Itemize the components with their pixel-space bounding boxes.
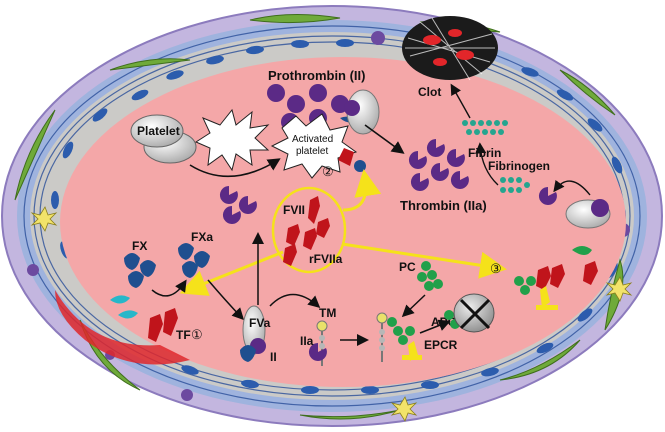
pc-label: PC (399, 260, 416, 274)
epcr-rfviia-complex (514, 264, 565, 310)
tf-label: TF (176, 328, 191, 342)
fibrinogen-label: Fibrinogen (488, 159, 550, 173)
step-marker-3: ③ (490, 261, 502, 276)
clot-label: Clot (418, 85, 441, 99)
fx-molecules (124, 253, 156, 288)
wall-thrombin-complex (538, 186, 611, 229)
prothrombinase-complex (240, 305, 266, 362)
fxa-molecules (178, 243, 210, 278)
prothrombin-to-thrombin-arrow (364, 124, 405, 154)
step-marker-2: ② (322, 164, 334, 179)
fxa-label: FXa (191, 230, 213, 244)
activation-arrow (189, 158, 281, 178)
fibrin-strands (462, 120, 508, 135)
fxa-to-prothrombinase-arrow (207, 279, 245, 321)
fibrinogen-to-fibrin-arrow (475, 142, 499, 186)
tf-complex (110, 295, 178, 342)
wall-fvii-complex (572, 246, 598, 285)
activated-platelet-label-2: platelet (296, 146, 328, 157)
thrombomodulin-complex (308, 320, 328, 366)
platelet-label: Platelet (137, 124, 180, 138)
injury-site (55, 290, 190, 365)
smooth-muscle-cells (14, 13, 624, 420)
tm-pc-complex (376, 312, 422, 362)
rfviia-to-tf-arrow (179, 250, 284, 296)
epcr-label: EPCR (424, 338, 458, 352)
prothrombin-label: Prothrombin (II) (268, 68, 366, 83)
iia-label: IIa (300, 334, 314, 348)
resting-platelet (130, 114, 197, 164)
thrombin-label: Thrombin (IIa) (400, 198, 487, 213)
thrombin-molecules (408, 138, 469, 191)
step-marker-1: ① (191, 327, 203, 342)
apc-complex (444, 293, 495, 333)
pc-to-tm-arrow (401, 294, 426, 318)
inhibition-cross-icon (459, 298, 491, 330)
to-tm-arrow (269, 293, 321, 308)
platelet-surface-complex (338, 89, 380, 172)
fibrinogen-strands (500, 177, 530, 193)
ii-label: II (270, 350, 277, 364)
activated-platelet (270, 113, 358, 179)
protein-c-molecules (417, 261, 443, 291)
fx-label: FX (132, 239, 147, 253)
rfviia-to-platelet-arrow (342, 169, 382, 212)
pc-to-apc-arrow (419, 319, 451, 334)
fvii-molecules (283, 196, 330, 266)
activated-platelet-label-1: Activated (292, 134, 333, 145)
thrombin-to-fibrinogen-arrow (553, 179, 591, 196)
fibrin-label: Fibrin (468, 146, 501, 160)
activation-starburst (194, 108, 270, 172)
rfviia-label: rFVIIa (309, 252, 343, 266)
fvii-label: FVII (283, 203, 305, 217)
thrombin-near-fvii (219, 185, 257, 224)
adventitial-cells (30, 206, 633, 422)
fva-label: FVa (249, 316, 271, 330)
rfviia-highlight-circle (271, 186, 347, 274)
fx-to-fxa-arrow (151, 279, 187, 297)
clot (402, 16, 498, 81)
rfviia-to-pc-arrow (341, 242, 507, 279)
fibrin-to-clot-arrow (450, 83, 471, 119)
tm-label: TM (319, 306, 336, 320)
